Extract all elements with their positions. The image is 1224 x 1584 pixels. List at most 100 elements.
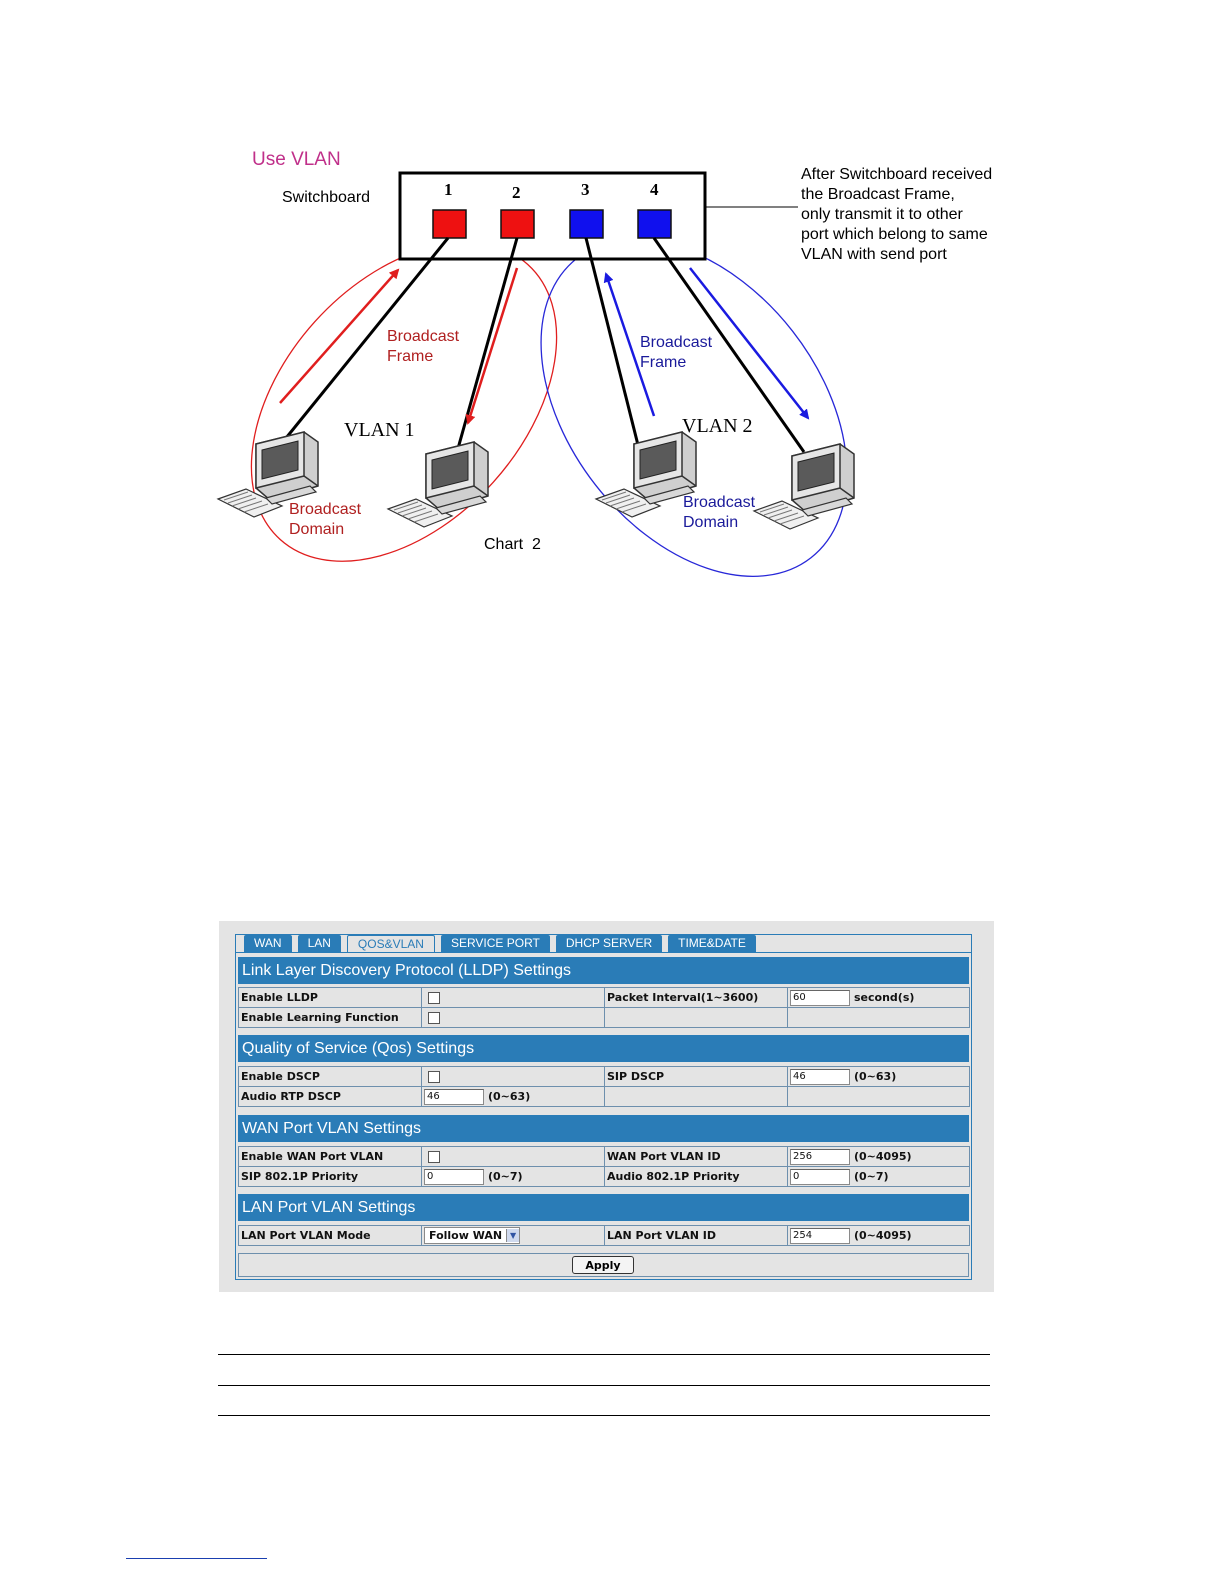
tab-dhcp-server[interactable]: DHCP SERVER (555, 935, 663, 952)
tab-bar: WAN LAN QOS&VLAN SERVICE PORT DHCP SERVE… (244, 935, 756, 953)
vlan-diagram: Use VLAN Switchboard 1 2 3 4 After Switc… (214, 140, 1004, 580)
lan-vlan-id-cell: 254 (0~4095) (787, 1225, 970, 1246)
arrow-vlan1-down (465, 267, 519, 425)
note-line: only transmit it to other (801, 206, 963, 223)
enable-wan-vlan-cell (421, 1146, 605, 1167)
horizontal-rule (218, 1354, 990, 1355)
audio-rtp-dscp-input[interactable]: 46 (424, 1088, 484, 1105)
table-row: SIP 802.1P Priority 0(0~7) Audio 802.1P … (238, 1166, 970, 1187)
horizontal-rule (218, 1415, 990, 1416)
wan-vlan-id-label: WAN Port VLAN ID (604, 1146, 788, 1167)
port-number-2: 2 (512, 183, 521, 202)
audio-priority-input[interactable]: 0 (790, 1168, 850, 1185)
lan-vlan-mode-value: Follow WAN (429, 1229, 503, 1242)
domain2-line: Domain (683, 514, 739, 531)
table-row: Enable WAN Port VLAN WAN Port VLAN ID 25… (238, 1146, 970, 1167)
vlan-diagram-graphic (217, 171, 855, 577)
wan-vlan-id-range: (0~4095) (854, 1150, 912, 1163)
lldp-table: Enable LLDP Packet Interval(1~3600) 60 se… (238, 987, 970, 1028)
tab-lan[interactable]: LAN (297, 935, 341, 952)
lan-vlan-id-range: (0~4095) (854, 1229, 912, 1242)
frame1-line: Frame (387, 348, 434, 365)
settings-frame: WAN LAN QOS&VLAN SERVICE PORT DHCP SERVE… (235, 934, 972, 1280)
note-text: After Switchboard received the Broadcast… (801, 165, 992, 265)
tab-service-port[interactable]: SERVICE PORT (440, 935, 550, 952)
tab-qos-vlan[interactable]: QOS&VLAN (346, 935, 435, 952)
tab-time-date[interactable]: TIME&DATE (668, 935, 756, 952)
frame1-line: Broadcast (387, 328, 460, 345)
frame2-line: Broadcast (640, 334, 713, 351)
empty-cell (604, 1007, 788, 1028)
enable-wan-vlan-checkbox[interactable] (428, 1151, 440, 1163)
frame1-label: Broadcast Frame (387, 327, 459, 367)
diagram-caption: Chart 2 (484, 536, 541, 553)
wan-vlan-id-cell: 256 (0~4095) (787, 1146, 970, 1167)
lan-vlan-mode-select[interactable]: Follow WAN▼ (424, 1227, 521, 1244)
note-line: VLAN with send port (801, 246, 947, 263)
apply-button[interactable]: Apply (572, 1256, 634, 1274)
lan-vlan-id-input[interactable]: 254 (790, 1227, 850, 1244)
diagram-title: Use VLAN (252, 149, 341, 170)
audio-rtp-dscp-range: (0~63) (488, 1090, 531, 1103)
domain1-line: Domain (289, 521, 345, 538)
vlan1-domain-ellipse (250, 242, 558, 562)
arrow-vlan2-down (689, 267, 810, 420)
arrow-vlan1-up (279, 268, 400, 404)
computer-4 (753, 443, 855, 530)
table-row: LAN Port VLAN Mode Follow WAN▼ LAN Port … (238, 1225, 970, 1246)
audio-rtp-dscp-cell: 46 (0~63) (421, 1086, 605, 1107)
apply-row: Apply (238, 1253, 969, 1277)
wan-vlan-id-input[interactable]: 256 (790, 1148, 850, 1165)
enable-learning-checkbox[interactable] (428, 1012, 440, 1024)
lan-vlan-section-title: LAN Port VLAN Settings (238, 1194, 969, 1221)
domain1-line: Broadcast (289, 501, 362, 518)
sip-dscp-label: SIP DSCP (604, 1066, 788, 1087)
note-line: the Broadcast Frame, (801, 186, 955, 203)
packet-interval-label: Packet Interval(1~3600) (604, 987, 788, 1008)
footnote-rule (126, 1558, 267, 1559)
table-row: Enable DSCP SIP DSCP 46(0~63) (238, 1066, 970, 1087)
table-row: Audio RTP DSCP 46(0~63) (238, 1086, 970, 1107)
wan-vlan-table: Enable WAN Port VLAN WAN Port VLAN ID 25… (238, 1146, 970, 1187)
sip-priority-input[interactable]: 0 (424, 1168, 484, 1185)
packet-interval-cell: 60 second(s) (787, 987, 970, 1008)
frame2-line: Frame (640, 354, 687, 371)
enable-lldp-label: Enable LLDP (238, 987, 422, 1008)
enable-learning-cell (421, 1007, 605, 1028)
enable-dscp-checkbox[interactable] (428, 1071, 440, 1083)
empty-cell (604, 1086, 788, 1107)
switchboard-label: Switchboard (282, 189, 371, 206)
note-line: port which belong to same (801, 226, 988, 243)
qos-table: Enable DSCP SIP DSCP 46(0~63) Audio RTP … (238, 1066, 970, 1107)
audio-priority-label: Audio 802.1P Priority (604, 1166, 788, 1187)
domain1-label: Broadcast Domain (289, 500, 361, 540)
enable-lldp-cell (421, 987, 605, 1008)
domain2-label: Broadcast Domain (683, 493, 755, 533)
cable-4 (652, 237, 806, 453)
sip-dscp-range: (0~63) (854, 1070, 897, 1083)
chevron-down-icon[interactable]: ▼ (506, 1229, 520, 1242)
qos-vlan-settings-panel: WAN LAN QOS&VLAN SERVICE PORT DHCP SERVE… (219, 921, 994, 1292)
wan-vlan-section-title: WAN Port VLAN Settings (238, 1115, 969, 1142)
horizontal-rule (218, 1385, 990, 1386)
sip-dscp-input[interactable]: 46 (790, 1068, 850, 1085)
enable-dscp-cell (421, 1066, 605, 1087)
port-number-4: 4 (650, 180, 659, 199)
packet-interval-input[interactable]: 60 (790, 989, 850, 1006)
sip-priority-range: (0~7) (488, 1170, 523, 1183)
tab-wan[interactable]: WAN (244, 935, 292, 952)
cable-1 (280, 237, 450, 444)
table-row: Enable LLDP Packet Interval(1~3600) 60 se… (238, 987, 970, 1008)
packet-interval-unit: second(s) (854, 991, 915, 1004)
enable-wan-vlan-label: Enable WAN Port VLAN (238, 1146, 422, 1167)
lan-vlan-mode-label: LAN Port VLAN Mode (238, 1225, 422, 1246)
sip-priority-cell: 0 (0~7) (421, 1166, 605, 1187)
port-number-1: 1 (444, 180, 453, 199)
lan-vlan-id-label: LAN Port VLAN ID (604, 1225, 788, 1246)
cable-3 (584, 237, 640, 446)
port-1 (432, 209, 467, 239)
empty-cell (787, 1086, 970, 1107)
frame2-label: Broadcast Frame (640, 333, 712, 373)
table-row: Enable Learning Function (238, 1007, 970, 1028)
enable-lldp-checkbox[interactable] (428, 992, 440, 1004)
